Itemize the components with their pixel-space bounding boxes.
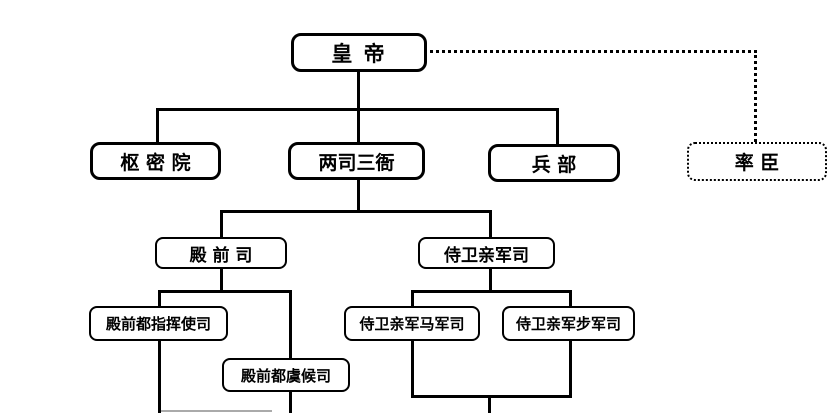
connector-two-offices-down <box>357 180 360 211</box>
node-emperor-label: 皇 帝 <box>331 41 387 66</box>
cutoff-box-edge <box>160 410 272 412</box>
connector-guard-merge-rail <box>411 395 572 398</box>
node-guard-infantry-office: 侍卫亲军步军司 <box>502 306 635 341</box>
connector-guard-merge-down <box>488 398 491 413</box>
connector-drop-two-offices <box>357 108 360 144</box>
node-palace-chief-commander-office-label: 殿前都指挥使司 <box>105 315 211 333</box>
node-privy-council-label: 枢 密 院 <box>120 151 191 174</box>
connector-palace-command-down <box>220 268 223 291</box>
connector-emperor-down <box>357 72 360 108</box>
connector-dotted-emperor-right <box>430 50 757 53</box>
connector-chief-commander-down <box>158 341 161 413</box>
node-palace-command-label: 殿 前 司 <box>189 245 253 266</box>
node-guard-cavalry-office-label: 侍卫亲军马军司 <box>359 315 465 333</box>
node-guard-cavalry-office: 侍卫亲军马军司 <box>344 306 480 341</box>
connector-drop-inspector <box>289 290 292 359</box>
node-guard-infantry-office-label: 侍卫亲军步军司 <box>515 315 621 333</box>
node-palace-inspector-office-label: 殿前都虞候司 <box>240 366 331 385</box>
node-commanding-officials: 率 臣 <box>687 142 827 181</box>
node-privy-council: 枢 密 院 <box>90 142 221 180</box>
node-ministry-of-war: 兵 部 <box>488 144 620 182</box>
node-palace-command: 殿 前 司 <box>155 237 287 269</box>
node-imperial-guard-command: 侍卫亲军司 <box>418 237 555 269</box>
node-two-offices-three-bureaus: 两司三衙 <box>288 142 425 180</box>
connector-drop-palace-command <box>220 210 223 238</box>
connector-row3-rail <box>220 210 492 213</box>
connector-drop-cavalry <box>411 290 414 307</box>
connector-drop-infantry <box>569 290 572 307</box>
connector-drop-privy-council <box>156 108 159 144</box>
connector-guard-command-down <box>489 268 492 291</box>
connector-drop-ministry-war <box>556 108 559 146</box>
node-commanding-officials-label: 率 臣 <box>734 152 780 174</box>
connector-inspector-down <box>289 391 292 413</box>
connector-drop-guard-command <box>489 210 492 238</box>
node-emperor: 皇 帝 <box>291 33 427 72</box>
node-imperial-guard-command-label: 侍卫亲军司 <box>444 245 529 266</box>
connector-infantry-down <box>569 341 572 398</box>
connector-guard-rail <box>411 290 572 293</box>
connector-dotted-commanding-down <box>754 50 757 142</box>
node-palace-inspector-office: 殿前都虞候司 <box>222 358 350 392</box>
node-palace-chief-commander-office: 殿前都指挥使司 <box>89 306 228 341</box>
node-two-offices-three-bureaus-label: 两司三衙 <box>318 151 395 174</box>
connector-cavalry-down <box>411 341 414 398</box>
connector-palace-rail <box>158 290 292 293</box>
node-ministry-of-war-label: 兵 部 <box>531 153 577 176</box>
connector-drop-chief-commander <box>158 290 161 307</box>
